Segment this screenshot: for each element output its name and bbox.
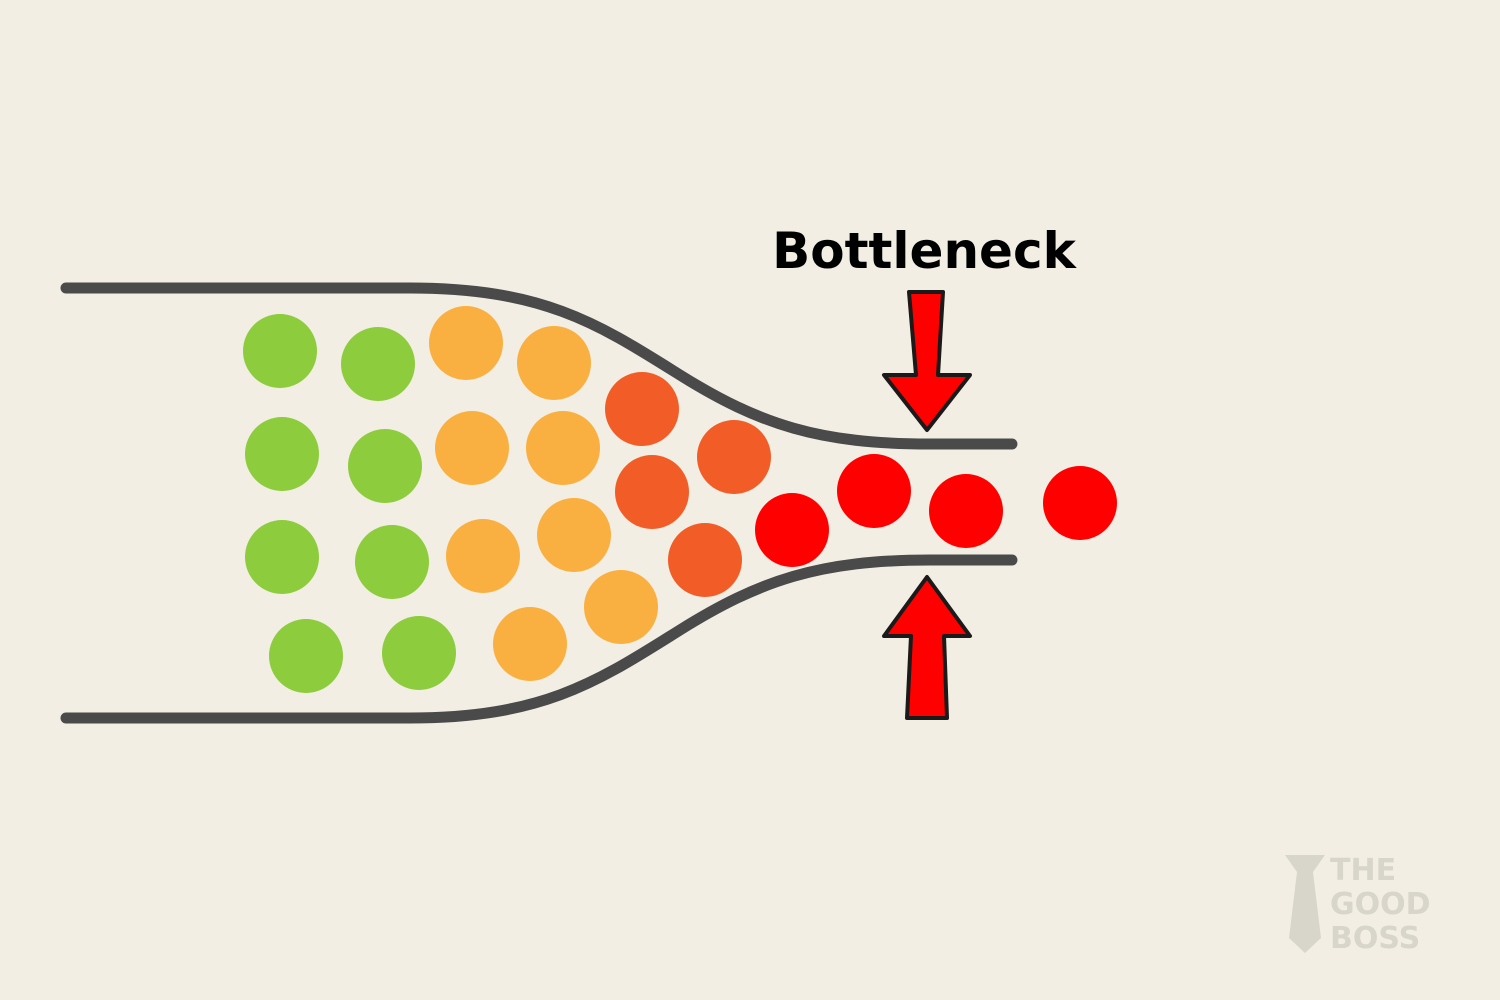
orange-ball bbox=[429, 306, 503, 380]
red-ball bbox=[1043, 466, 1117, 540]
orange-ball bbox=[537, 498, 611, 572]
red-ball bbox=[755, 493, 829, 567]
orange-ball bbox=[435, 411, 509, 485]
bottleneck-label: Bottleneck bbox=[772, 222, 1077, 280]
green-ball bbox=[348, 429, 422, 503]
pipe-top-wall bbox=[60, 282, 1018, 450]
green-ball bbox=[243, 314, 317, 388]
orange-ball bbox=[584, 570, 658, 644]
arrow-up-icon bbox=[882, 575, 972, 720]
dark-orange-ball bbox=[615, 455, 689, 529]
dark-orange-ball bbox=[605, 372, 679, 446]
the-good-boss-logo: THE GOOD BOSS bbox=[1285, 853, 1431, 956]
red-ball bbox=[837, 454, 911, 528]
green-ball bbox=[355, 525, 429, 599]
dark-orange-ball bbox=[668, 523, 742, 597]
green-ball bbox=[269, 619, 343, 693]
ball-group bbox=[243, 306, 1117, 693]
orange-ball bbox=[517, 326, 591, 400]
orange-ball bbox=[526, 411, 600, 485]
pipe-bottom-wall bbox=[60, 554, 1018, 724]
orange-ball bbox=[446, 519, 520, 593]
logo-line-the: THE bbox=[1330, 853, 1396, 888]
green-ball bbox=[382, 616, 456, 690]
necktie-icon bbox=[1285, 855, 1325, 953]
orange-ball bbox=[493, 607, 567, 681]
arrow-down-icon bbox=[882, 290, 972, 432]
dark-orange-ball bbox=[697, 420, 771, 494]
green-ball bbox=[245, 520, 319, 594]
green-ball bbox=[245, 417, 319, 491]
logo-line-boss: BOSS bbox=[1330, 921, 1420, 956]
logo-line-good: GOOD bbox=[1330, 887, 1431, 922]
green-ball bbox=[341, 327, 415, 401]
red-ball bbox=[929, 474, 1003, 548]
